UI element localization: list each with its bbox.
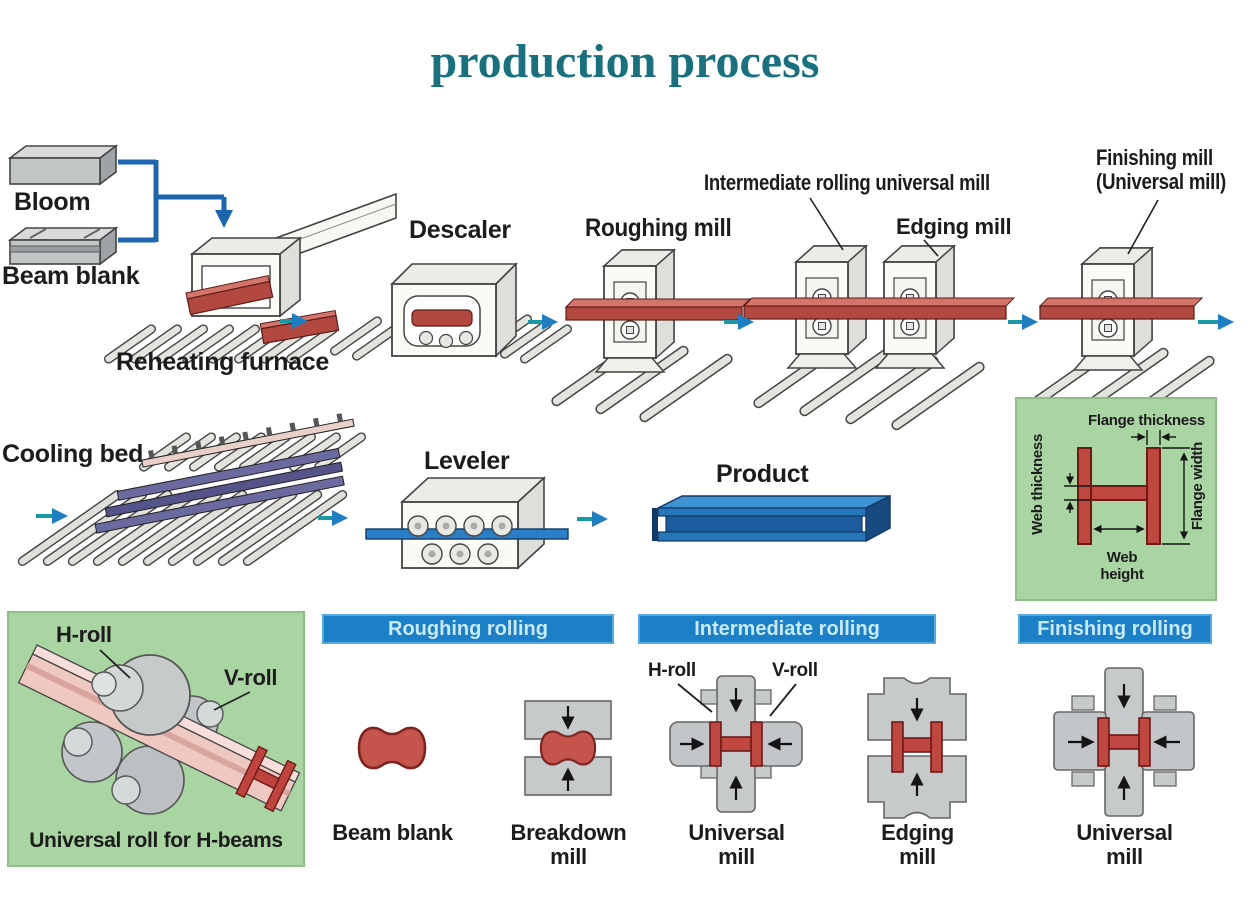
intermediate-mills-graphic <box>742 245 1016 432</box>
web-thickness-label: Web thickness <box>1029 434 1046 535</box>
universal-mill2-label: Universal mill <box>1076 820 1173 870</box>
flow-arrows <box>36 313 1234 527</box>
cooling-bed-graphic <box>16 412 368 568</box>
label-leader-lines <box>809 197 1159 257</box>
intermediate-mill-label: Intermediate rolling universal mill <box>704 170 990 195</box>
breakdown-mill-label: Breakdown mill <box>510 820 627 870</box>
edging-mill-stage-label: Edging mill <box>881 820 954 870</box>
reheating-furnace-label: Reheating furnace <box>116 348 330 376</box>
universal-roll-panel <box>7 611 305 867</box>
descaler-graphic <box>328 262 574 366</box>
flange-thickness-label: Flange thickness <box>1088 412 1205 429</box>
leveler-graphic <box>365 476 569 570</box>
breakdown-mill-graphic <box>524 700 612 796</box>
cooling-bed-label: Cooling bed <box>2 440 144 468</box>
v-roll-stage-label: V-roll <box>772 660 818 681</box>
finishing-universal-mill-graphic <box>1053 667 1195 817</box>
universal-mill-label: Universal mill <box>688 820 785 870</box>
beam-blank-label: Beam blank <box>2 262 140 290</box>
beam-blank-section-graphic <box>357 726 427 770</box>
roughing-mill-graphic <box>549 249 752 424</box>
reheating-furnace-graphic <box>102 192 397 366</box>
h-roll-panel-label: H-roll <box>56 622 112 647</box>
universal-mill-graphic <box>669 675 803 813</box>
universal-roll-diagram <box>17 644 301 815</box>
product-label: Product <box>716 460 809 488</box>
finishing-mill-label: Finishing mill (Universal mill) <box>1096 145 1226 195</box>
universal-roll-caption: Universal roll for H-beams <box>29 829 283 852</box>
page-title: production process <box>430 35 820 88</box>
beam-blank-stage-label: Beam blank <box>332 820 453 845</box>
flange-width-label: Flange width <box>1189 442 1206 531</box>
roughing-mill-label: Roughing mill <box>585 214 732 242</box>
finishing-mill-graphic <box>1027 247 1217 426</box>
h-section-panel <box>1015 397 1217 601</box>
leveler-label: Leveler <box>424 447 510 475</box>
edging-mill-label: Edging mill <box>896 214 1012 239</box>
web-height-label: Web height <box>1100 549 1144 583</box>
bloom-graphic <box>7 144 119 186</box>
header-finishing-rolling: Finishing rolling <box>1018 614 1212 644</box>
product-graphic <box>652 494 891 543</box>
flow-bracket <box>118 159 233 243</box>
header-roughing-rolling: Roughing rolling <box>322 614 614 644</box>
descaler-label: Descaler <box>409 216 511 244</box>
h-roll-stage-label: H-roll <box>648 660 696 681</box>
header-intermediate-rolling: Intermediate rolling <box>638 614 936 644</box>
h-section-diagram <box>1064 430 1190 545</box>
edging-mill-graphic <box>867 677 967 819</box>
bloom-label: Bloom <box>14 188 91 216</box>
beam-blank-graphic <box>7 226 119 266</box>
v-roll-panel-label: V-roll <box>224 665 278 690</box>
